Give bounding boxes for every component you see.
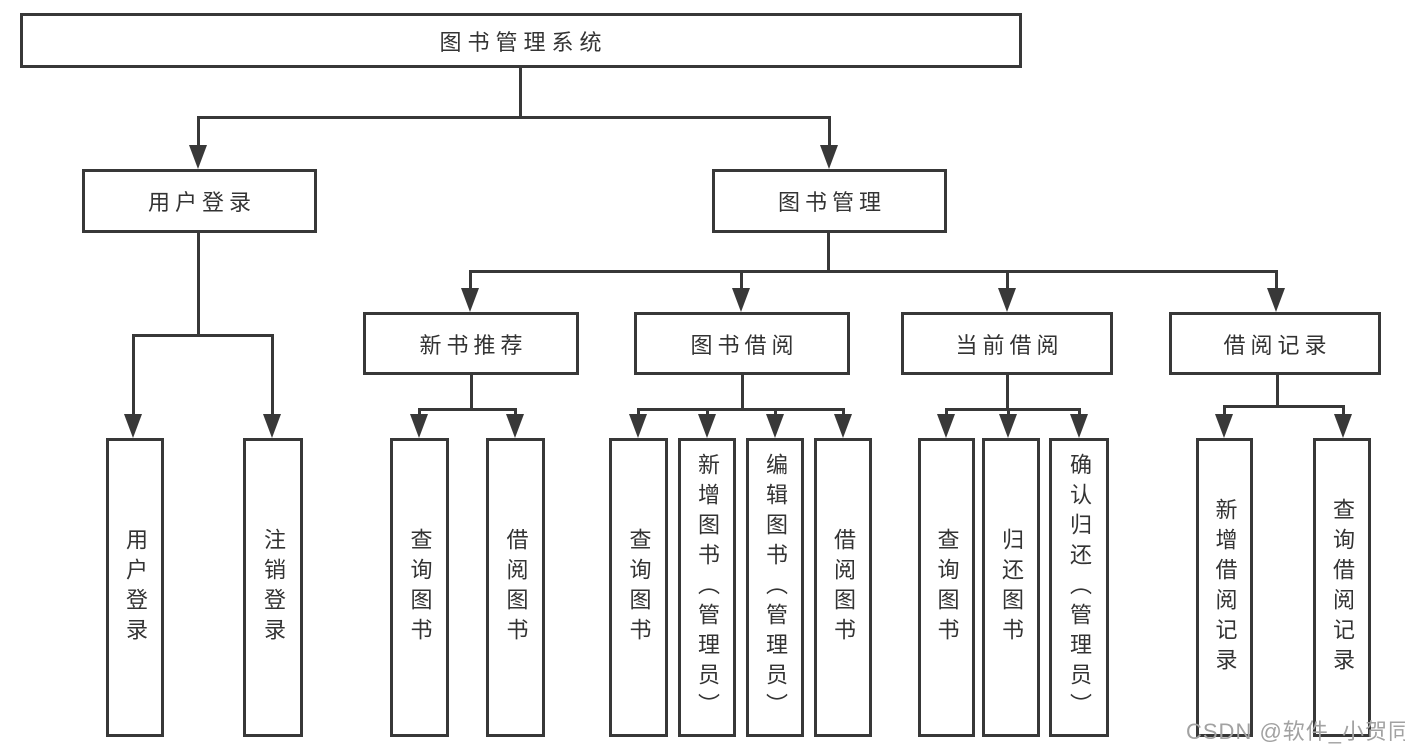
leaf-current-borrow-return: 归还图书 <box>982 438 1040 737</box>
leaf-book-borrow-edit-label: 编辑图书（管理员） <box>763 452 788 723</box>
leaf-user-login: 用户登录 <box>106 438 164 737</box>
node-current-borrow: 当前借阅 <box>901 312 1113 375</box>
connector-book-borrow-rail <box>637 408 844 411</box>
leaf-book-borrow-query: 查询图书 <box>609 438 668 737</box>
leaf-book-borrow-add-label: 新增图书（管理员） <box>695 452 720 723</box>
arrow-to-leaf-login <box>124 334 142 438</box>
leaf-new-books-borrow: 借阅图书 <box>486 438 545 737</box>
leaf-borrow-records-add-label: 新增借阅记录 <box>1212 497 1238 678</box>
arrow-to-user-login <box>189 116 207 169</box>
leaf-current-borrow-query-label: 查询图书 <box>934 527 960 648</box>
node-book-mgmt: 图书管理 <box>712 169 947 233</box>
leaf-logout-label: 注销登录 <box>261 527 286 648</box>
leaf-borrow-records-query: 查询借阅记录 <box>1313 438 1371 737</box>
leaf-book-borrow-borrow-label: 借阅图书 <box>831 527 856 648</box>
connector-book-mgmt-stem <box>827 231 830 273</box>
node-new-books: 新书推荐 <box>363 312 579 375</box>
leaf-user-login-label: 用户登录 <box>123 527 148 648</box>
node-borrow-records-label: 借阅记录 <box>1223 332 1332 358</box>
arrow-current-borrow-leaf-1 <box>937 408 955 438</box>
connector-current-borrow-rail <box>945 408 1080 411</box>
connector-book-borrow-stem <box>741 373 744 411</box>
arrow-book-borrow-leaf-4 <box>834 408 852 438</box>
arrow-current-borrow-leaf-2 <box>999 408 1017 438</box>
arrow-borrow-records-leaf-1 <box>1215 405 1233 438</box>
leaf-borrow-records-query-label: 查询借阅记录 <box>1330 497 1355 678</box>
leaf-current-borrow-return-label: 归还图书 <box>999 527 1024 648</box>
arrow-new-books-leaf-1 <box>410 408 428 438</box>
leaf-book-borrow-query-label: 查询图书 <box>626 527 652 648</box>
node-borrow-records: 借阅记录 <box>1169 312 1381 375</box>
node-user-login: 用户登录 <box>82 169 317 233</box>
node-user-login-label: 用户登录 <box>147 190 256 215</box>
connector-current-borrow-stem <box>1006 373 1009 411</box>
arrow-to-book-mgmt <box>820 116 838 169</box>
arrow-to-current-borrow <box>998 270 1016 312</box>
arrow-book-borrow-leaf-3 <box>766 408 784 438</box>
node-root-label: 图书管理系统 <box>439 29 608 55</box>
arrow-to-new-books <box>461 270 479 312</box>
connector-level1-rail <box>197 116 831 119</box>
connector-new-books-rail <box>418 408 516 411</box>
csdn-watermark: CSDN @软件_小贺同学 <box>1186 719 1405 744</box>
leaf-logout: 注销登录 <box>243 438 303 737</box>
connector-new-books-stem <box>470 373 473 411</box>
leaf-new-books-query-label: 查询图书 <box>407 527 433 648</box>
leaf-current-borrow-confirm: 确认归还（管理员） <box>1049 438 1109 737</box>
connector-level2-rail <box>469 270 1277 273</box>
leaf-current-borrow-query: 查询图书 <box>918 438 975 737</box>
leaf-book-borrow-edit: 编辑图书（管理员） <box>746 438 804 737</box>
leaf-book-borrow-borrow: 借阅图书 <box>814 438 872 737</box>
arrow-current-borrow-leaf-3 <box>1070 408 1088 438</box>
leaf-new-books-query: 查询图书 <box>390 438 449 737</box>
node-new-books-label: 新书推荐 <box>419 332 528 358</box>
arrow-book-borrow-leaf-1 <box>629 408 647 438</box>
arrow-to-borrow-records <box>1267 270 1285 312</box>
connector-root-stem <box>519 66 522 118</box>
connector-user-login-rail <box>132 334 274 337</box>
connector-borrow-records-stem <box>1276 373 1279 408</box>
arrow-new-books-leaf-2 <box>506 408 524 438</box>
leaf-current-borrow-confirm-label: 确认归还（管理员） <box>1067 452 1092 723</box>
node-book-mgmt-label: 图书管理 <box>777 190 886 215</box>
arrow-to-book-borrow <box>732 270 750 312</box>
node-root: 图书管理系统 <box>20 13 1022 68</box>
leaf-new-books-borrow-label: 借阅图书 <box>503 527 529 648</box>
leaf-book-borrow-add: 新增图书（管理员） <box>678 438 736 737</box>
arrow-to-leaf-logout <box>263 334 281 438</box>
node-book-borrow-label: 图书借阅 <box>690 332 799 358</box>
node-current-borrow-label: 当前借阅 <box>955 332 1064 358</box>
arrow-book-borrow-leaf-2 <box>698 408 716 438</box>
connector-borrow-records-rail <box>1223 405 1344 408</box>
connector-user-login-stem <box>197 231 200 337</box>
arrow-borrow-records-leaf-2 <box>1334 405 1352 438</box>
node-book-borrow: 图书借阅 <box>634 312 850 375</box>
leaf-borrow-records-add: 新增借阅记录 <box>1196 438 1253 737</box>
